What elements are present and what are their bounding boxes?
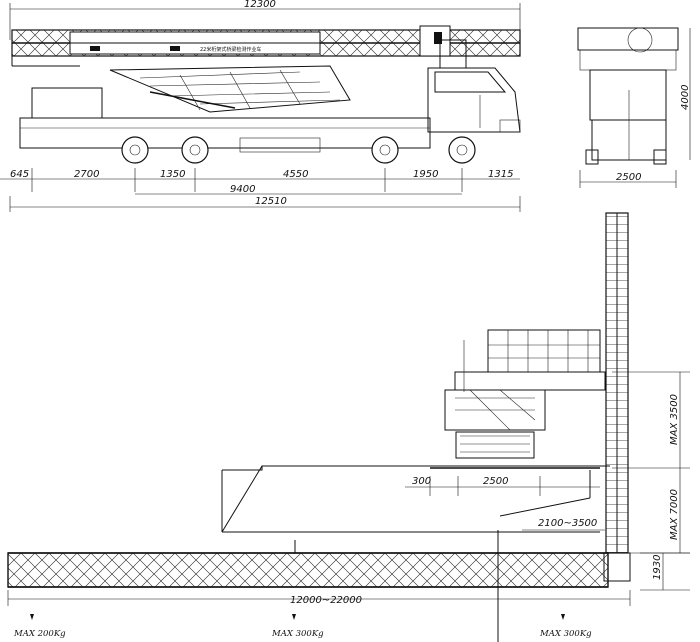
dim-span: 12000~22000: [290, 595, 362, 606]
seg-1: 2700: [74, 169, 99, 180]
truck-wheels: [121, 136, 476, 164]
working-view: 300 2500 2100~3500 MAX 3500 MAX 7000 193…: [7, 212, 690, 642]
load-middle: MAX 300Kg: [271, 629, 324, 639]
upper-platform: [430, 329, 606, 469]
boom-panel-label: 22米桁架式桥梁检测作业车: [200, 46, 261, 53]
load-left: MAX 200Kg: [13, 629, 66, 639]
dim-beam-height: 1930: [652, 555, 663, 580]
load-labels: MAX 200Kg MAX 300Kg MAX 300Kg: [13, 614, 592, 639]
logo-mark: [90, 46, 100, 51]
dim-segments: 645 2700 1350 4550 1950 1315 9400 12510: [0, 168, 521, 212]
truck-body: [19, 39, 521, 149]
seg-4: 1950: [413, 169, 438, 180]
working-dims: 300 2500 2100~3500 MAX 3500 MAX 7000 193…: [405, 371, 690, 591]
lower-truss: 12000~22000: [7, 530, 631, 642]
boom-end-logo: [434, 32, 442, 44]
logo-mark-2: [170, 46, 180, 51]
truck-front-view: 4000 2500: [577, 27, 691, 188]
seg-front-overhang: 645: [10, 169, 29, 180]
wheelbase-total: 9400: [230, 184, 255, 195]
dim-max-depth: MAX 3500: [669, 394, 680, 445]
front-width: 2500: [616, 172, 641, 183]
front-height: 4000: [680, 85, 691, 110]
dim-overall-length: 12300: [9, 0, 521, 40]
bottom-total: 12510: [255, 196, 287, 207]
dim-offset: 300: [412, 476, 431, 487]
load-right: MAX 300Kg: [539, 629, 592, 639]
overall-length-label: 12300: [244, 0, 276, 10]
top-truss-boom: 22米桁架式桥梁检测作业车: [11, 25, 521, 67]
vertical-mast: [603, 212, 631, 582]
seg-2: 1350: [160, 169, 185, 180]
bridge-deck: [221, 465, 610, 533]
dim-reach: 2100~3500: [538, 518, 597, 529]
seg-3: 4550: [283, 169, 308, 180]
truck-side-view: 12300 22米桁架式桥梁检测作业车: [0, 0, 521, 212]
dim-max-height: MAX 7000: [669, 489, 680, 540]
dim-rail-width: 2500: [483, 476, 508, 487]
seg-5: 1315: [488, 169, 513, 180]
